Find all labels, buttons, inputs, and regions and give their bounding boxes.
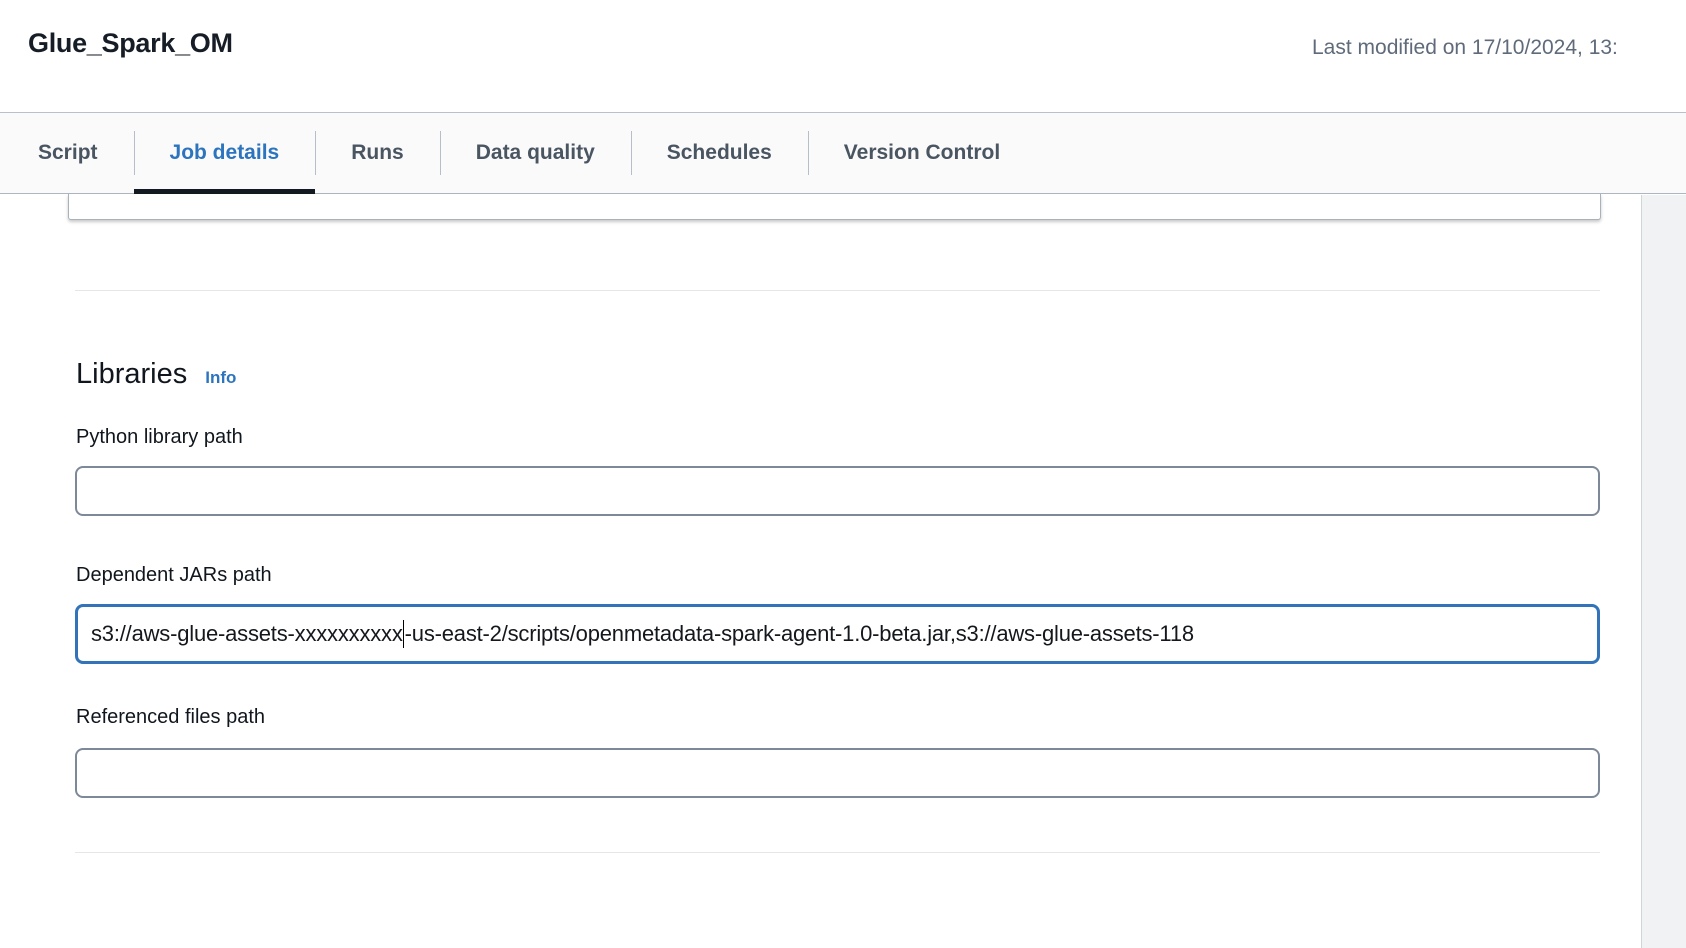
page-title: Glue_Spark_OM	[28, 28, 233, 58]
tab-runs-label: Runs	[351, 141, 404, 164]
job-tabs: Script Job details Runs Data quality Sch…	[0, 112, 1686, 194]
tab-job-details-label: Job details	[169, 141, 280, 164]
dependent-jars-value-before-caret: s3://aws-glue-assets-xxxxxxxxxx	[91, 621, 403, 646]
libraries-heading: Libraries	[76, 358, 188, 390]
tab-script-label: Script	[38, 141, 98, 164]
tab-job-details[interactable]: Job details	[133, 113, 316, 194]
tab-schedules-label: Schedules	[666, 141, 772, 164]
tab-script[interactable]: Script	[2, 113, 134, 193]
dependent-jars-path-input[interactable]: s3://aws-glue-assets-xxxxxxxxxx-us-east-…	[75, 604, 1600, 664]
section-divider-bottom	[75, 852, 1600, 853]
side-panel-strip	[1641, 195, 1686, 948]
text-caret	[403, 620, 405, 648]
tab-data-quality-label: Data quality	[475, 141, 595, 164]
tab-version-control-label: Version Control	[843, 141, 1001, 164]
dependent-jars-value-after-caret: -us-east-2/scripts/openmetadata-spark-ag…	[404, 621, 1194, 646]
tab-runs[interactable]: Runs	[315, 113, 440, 193]
python-library-path-label: Python library path	[76, 426, 243, 448]
job-details-panel	[0, 195, 1686, 948]
libraries-section-header: Libraries Info	[76, 358, 236, 391]
referenced-files-path-label: Referenced files path	[76, 706, 266, 728]
libraries-info-link[interactable]: Info	[205, 368, 237, 387]
section-divider-top	[75, 290, 1600, 291]
job-header: Glue_Spark_OM Last modified on 17/10/202…	[0, 0, 1686, 112]
tab-schedules[interactable]: Schedules	[630, 113, 808, 193]
last-modified-text: Last modified on 17/10/2024, 13:	[1312, 36, 1618, 59]
tab-data-quality[interactable]: Data quality	[439, 113, 631, 193]
scrolled-card-bottom-edge	[68, 194, 1601, 220]
python-library-path-input[interactable]	[75, 466, 1600, 516]
tab-version-control[interactable]: Version Control	[807, 113, 1036, 193]
dependent-jars-path-label: Dependent JARs path	[76, 564, 272, 586]
referenced-files-path-input[interactable]	[75, 748, 1600, 798]
